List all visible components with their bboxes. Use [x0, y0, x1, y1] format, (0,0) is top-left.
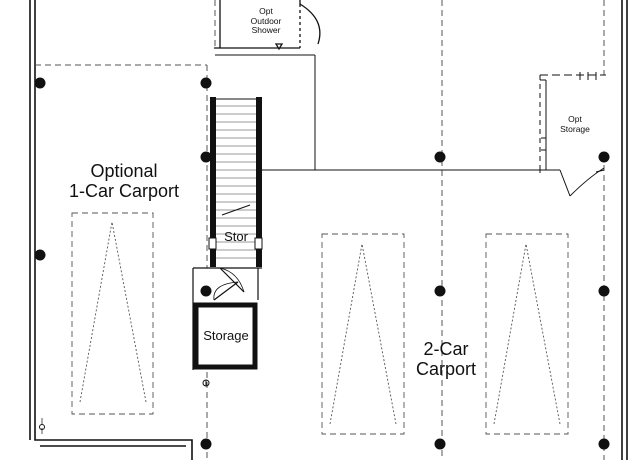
column-marker	[200, 77, 212, 89]
carport-outline-dashed	[35, 0, 605, 460]
outdoor-shower-label: Opt Outdoor Shower	[250, 6, 282, 36]
central-walls	[215, 54, 541, 173]
column-marker	[34, 249, 46, 261]
car-markers	[71, 212, 569, 435]
column-marker	[598, 285, 610, 297]
storage-label: Storage	[203, 328, 249, 343]
stor-door	[192, 267, 262, 370]
optional-carport-label: Optional 1-Car Carport	[68, 161, 180, 202]
column-marker	[200, 438, 212, 450]
column-marker	[200, 285, 212, 297]
column-marker	[200, 151, 212, 163]
column-marker	[34, 77, 46, 89]
stor-label: Stor	[224, 229, 248, 244]
two-car-carport-label: 2-Car Carport	[415, 339, 477, 380]
column-marker	[434, 438, 446, 450]
opt-storage-walls	[539, 72, 606, 197]
staircase	[208, 97, 263, 267]
shower-enclosure	[214, 0, 321, 51]
structural-columns	[34, 77, 610, 450]
storage-room-walls	[193, 302, 258, 370]
column-marker	[434, 151, 446, 163]
column-marker	[434, 285, 446, 297]
misc-symbols	[39, 379, 210, 430]
opt-storage-label: Opt Storage	[560, 114, 590, 134]
column-marker	[598, 438, 610, 450]
column-marker	[598, 151, 610, 163]
outer-walls	[29, 0, 628, 460]
